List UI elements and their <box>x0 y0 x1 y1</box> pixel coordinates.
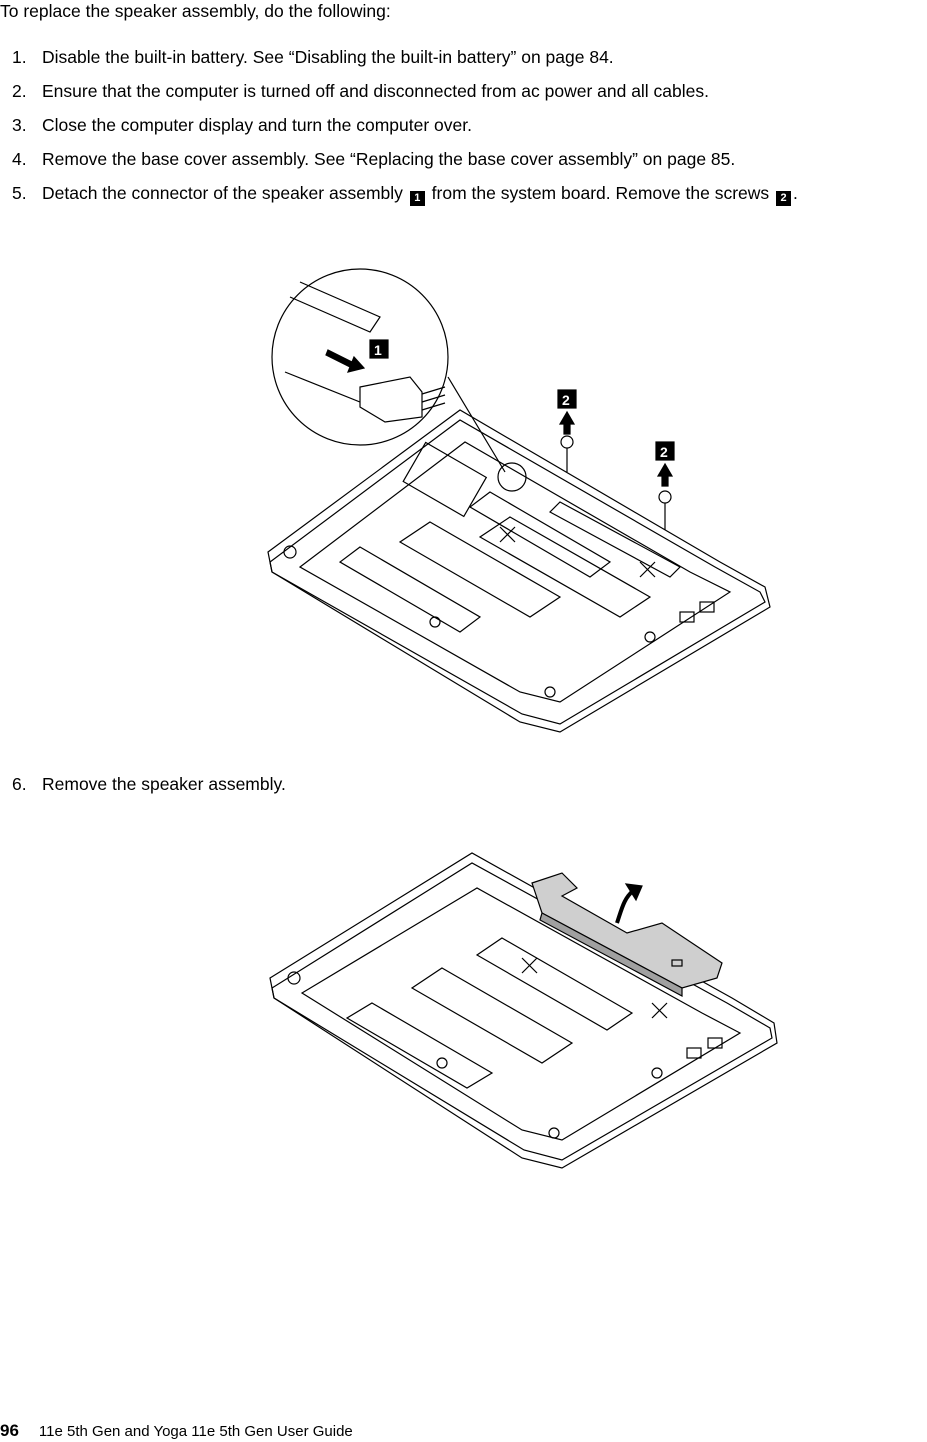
callout-connector-label: 1 <box>374 342 382 358</box>
speaker-removal-illustration <box>269 852 778 1169</box>
step-number: 6. <box>12 774 27 794</box>
step-3: 3. Close the computer display and turn th… <box>12 114 472 136</box>
callout-screw-label: 2 <box>660 444 668 460</box>
step-6: 6. Remove the speaker assembly. <box>12 773 286 795</box>
step-number: 4. <box>12 149 27 169</box>
step-number: 5. <box>12 183 27 203</box>
intro-text: To replace the speaker assembly, do the … <box>0 1 391 21</box>
step-number: 2. <box>12 81 27 101</box>
step-1: 1. Disable the built-in battery. See “Dis… <box>12 46 614 68</box>
step-4: 4. Remove the base cover assembly. See “R… <box>12 148 735 170</box>
callout-screw-label: 2 <box>562 392 570 408</box>
step-2: 2. Ensure that the computer is turned off… <box>12 80 709 102</box>
callout-1: 1 <box>409 191 425 206</box>
step-text: Ensure that the computer is turned off a… <box>42 81 710 101</box>
page-number: 96 <box>0 1421 19 1440</box>
step-number: 1. <box>12 47 27 67</box>
callout-2: 2 <box>776 191 792 206</box>
step-text: Remove the base cover assembly. See “Rep… <box>42 149 736 169</box>
step-text: Remove the speaker assembly. <box>42 774 286 794</box>
step-text: Detach the connector of the speaker asse… <box>42 183 403 203</box>
step-text: from the system board. Remove the screws <box>431 183 770 203</box>
step-text: Close the computer display and turn the … <box>42 115 472 135</box>
speaker-connector-illustration: 1 2 2 <box>267 268 771 733</box>
step-5: 5. Detach the connector of the speaker as… <box>12 182 798 206</box>
document-title: 11e 5th Gen and Yoga 11e 5th Gen User Gu… <box>38 1423 353 1440</box>
step-text: . <box>793 183 798 203</box>
step-number: 3. <box>12 115 27 135</box>
step-text: Disable the built-in battery. See “Disab… <box>42 47 614 67</box>
page-footer: 96 11e 5th Gen and Yoga 11e 5th Gen User … <box>0 1421 353 1442</box>
